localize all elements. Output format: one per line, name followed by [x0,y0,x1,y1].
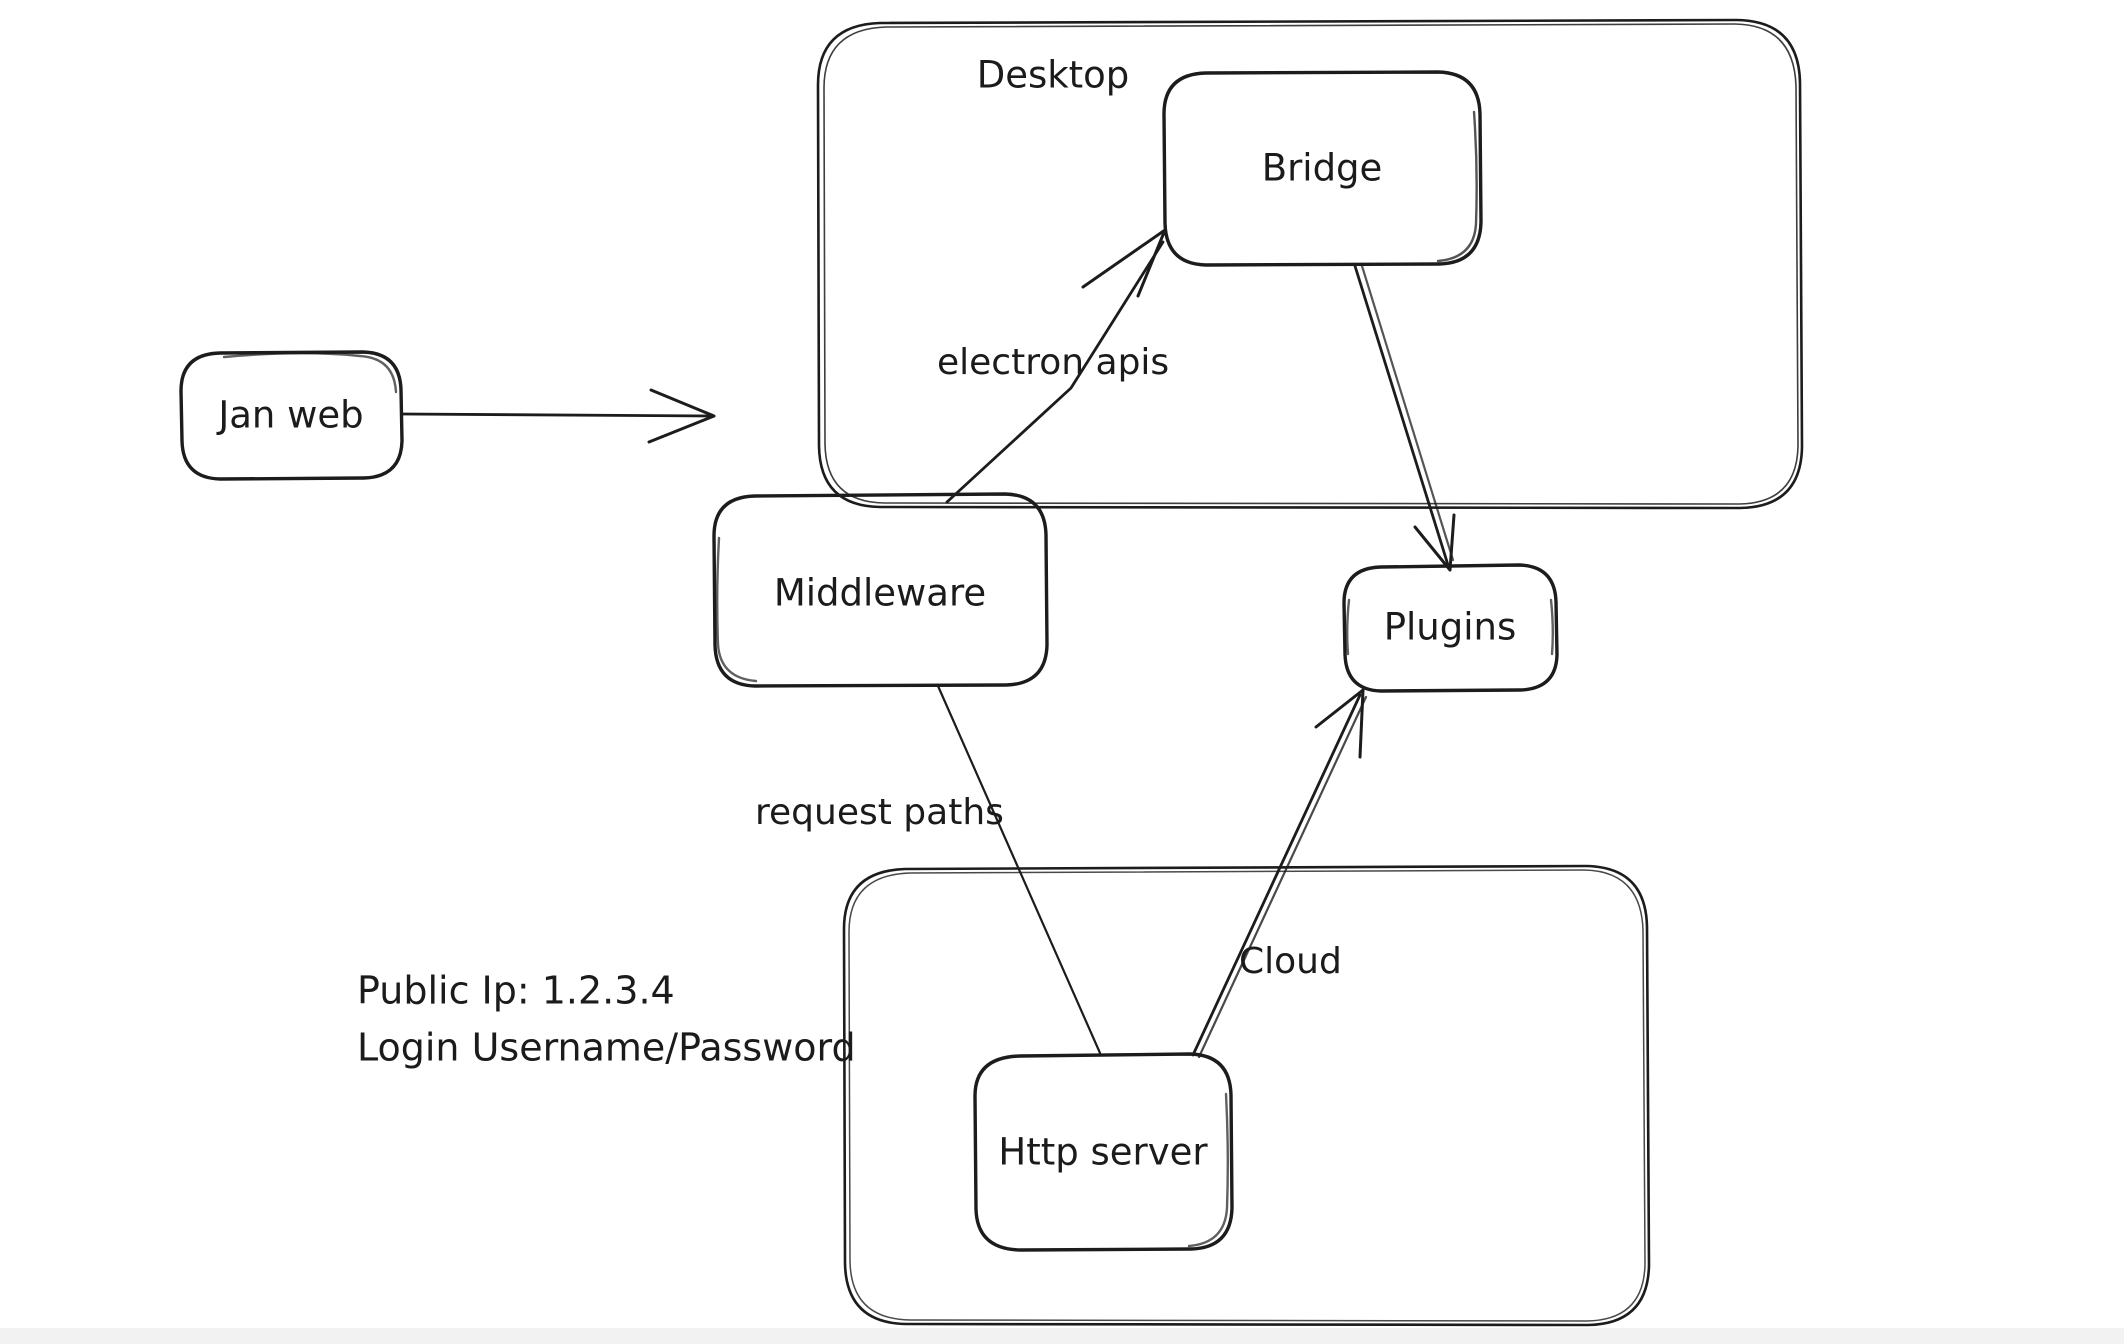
group-label-desktop: Desktop [977,54,1130,97]
arrowhead-icon [1314,688,1365,759]
node-label-plugins: Plugins [1384,606,1517,649]
note-public-ip: Public Ip: 1.2.3.4 [357,969,675,1013]
group-desktop[interactable]: Desktop [816,18,1804,510]
edge-label-cloud: Cloud [1239,941,1342,982]
node-label-middleware: Middleware [774,572,986,615]
edge-middleware-to-http-server: request paths [755,684,1102,1055]
edge-label-electron-apis: electron apis [937,342,1169,383]
note-login: Login Username/Password [357,1026,856,1070]
edge-middleware-to-bridge: electron apis [937,228,1169,504]
node-http-server[interactable]: Http server [973,1052,1234,1252]
node-label-bridge: Bridge [1262,147,1383,190]
node-middleware[interactable]: Middleware [712,492,1049,688]
node-bridge[interactable]: Bridge [1162,70,1483,267]
notes-block: Public Ip: 1.2.3.4 Login Username/Passwo… [357,969,856,1070]
node-label-http-server: Http server [998,1131,1208,1174]
node-jan-web[interactable]: Jan web [179,350,404,481]
node-plugins[interactable]: Plugins [1342,563,1559,693]
arrowhead-icon [647,388,716,444]
node-label-jan-web: Jan web [216,394,363,437]
edge-http-server-to-plugins: Cloud [1191,688,1368,1059]
arrowhead-icon [1413,513,1456,572]
bottom-edge-strip [0,1328,2124,1344]
edge-bridge-to-plugins [1353,264,1456,572]
edge-janweb-to-middleware [400,388,716,444]
group-cloud[interactable] [842,864,1651,1327]
edge-label-request-paths: request paths [755,792,1004,833]
arrowhead-icon [1081,228,1167,298]
